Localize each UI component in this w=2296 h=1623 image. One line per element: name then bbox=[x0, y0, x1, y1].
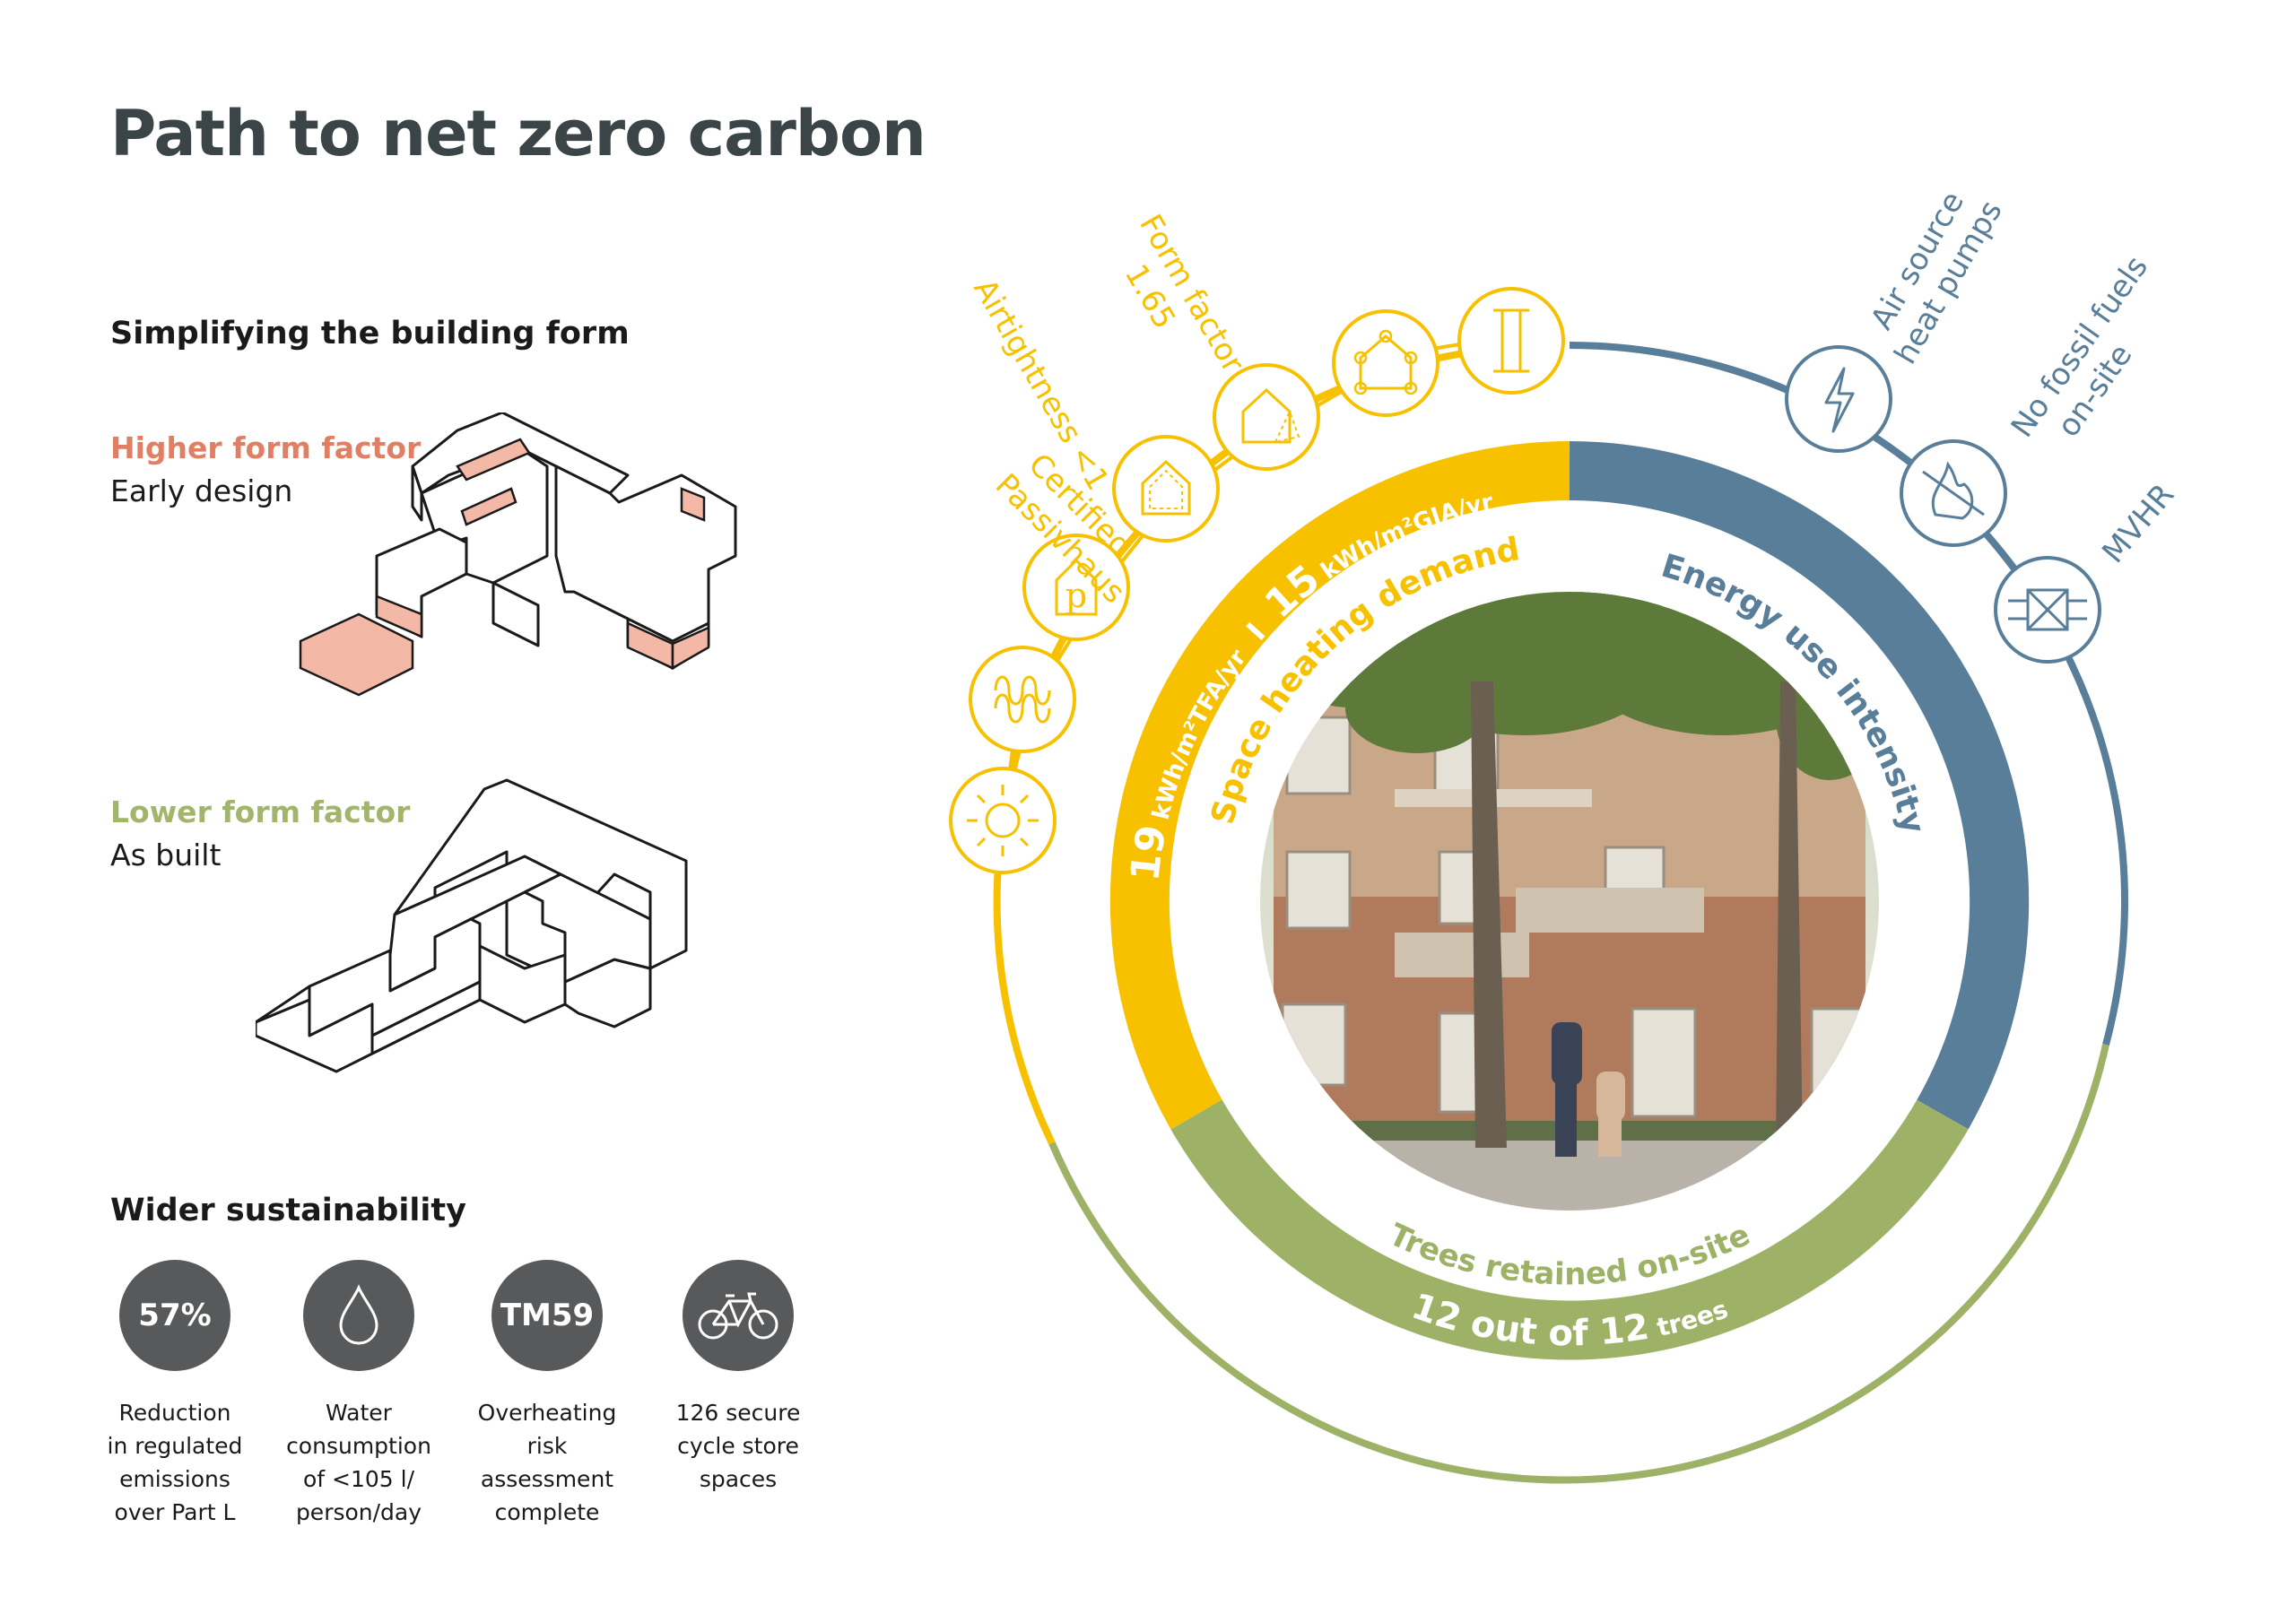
emissions-badge: 57% bbox=[119, 1260, 230, 1371]
caption-line: consumption bbox=[286, 1433, 431, 1459]
caption-line: Overheating bbox=[477, 1400, 617, 1426]
mvhr-icon bbox=[1994, 556, 2101, 664]
caption-line: complete bbox=[494, 1499, 600, 1525]
passivhaus-icon: p bbox=[1022, 534, 1130, 641]
caption-line: person/day bbox=[295, 1499, 422, 1525]
insulation-icon bbox=[969, 646, 1076, 753]
no-fossil-flame-icon bbox=[1900, 439, 2007, 547]
mvhr-label: MVHR bbox=[2095, 477, 2181, 570]
sun-icon bbox=[949, 767, 1057, 874]
space-heating-ring bbox=[1109, 441, 1570, 1130]
stat-emissions: 57% Reduction in regulated emissions ove… bbox=[90, 1260, 260, 1529]
caption-line: 126 secure bbox=[675, 1400, 801, 1426]
page-title: Path to net zero carbon bbox=[110, 97, 926, 170]
caption-line: assessment bbox=[480, 1466, 614, 1492]
higher-form-factor-sub: Early design bbox=[110, 473, 293, 508]
lightning-icon bbox=[1785, 345, 1892, 453]
cycle-badge bbox=[683, 1260, 794, 1371]
caption-line: Reduction bbox=[118, 1400, 231, 1426]
lower-form-factor-title: Lower form factor bbox=[110, 794, 411, 829]
trees-ring bbox=[1170, 1099, 1969, 1360]
form-factor-plan-icon bbox=[1332, 309, 1439, 417]
as-built-isometric-icon bbox=[256, 778, 688, 1073]
form-factor-house-icon bbox=[1213, 363, 1320, 471]
higher-form-factor-label: Higher form factor Early design bbox=[110, 427, 421, 513]
column-icon bbox=[1457, 287, 1565, 395]
caption-line: spaces bbox=[699, 1466, 778, 1492]
stat-water: Water consumption of <105 l/ person/day bbox=[274, 1260, 444, 1529]
caption-line: over Part L bbox=[114, 1499, 236, 1525]
svg-text:p: p bbox=[1065, 576, 1087, 615]
caption-line: cycle store bbox=[677, 1433, 799, 1459]
emissions-caption: Reduction in regulated emissions over Pa… bbox=[90, 1396, 260, 1529]
form-factor-label: Form factor1.65 bbox=[1100, 209, 1251, 398]
caption-line: in regulated bbox=[107, 1433, 243, 1459]
water-badge bbox=[303, 1260, 414, 1371]
bicycle-icon bbox=[698, 1292, 778, 1340]
higher-form-factor-title: Higher form factor bbox=[110, 430, 422, 465]
cycle-caption: 126 secure cycle store spaces bbox=[653, 1396, 823, 1496]
caption-line: emissions bbox=[119, 1466, 230, 1492]
airtightness-icon bbox=[1112, 435, 1220, 542]
lower-form-factor-label: Lower form factor As built bbox=[110, 791, 410, 877]
caption-line: risk bbox=[526, 1433, 568, 1459]
water-drop-icon bbox=[339, 1284, 378, 1345]
sustainability-heading: Wider sustainability bbox=[110, 1193, 466, 1228]
energy-use-ring bbox=[1569, 441, 2030, 1130]
air-source-heat-pumps-label: Air sourceheat pumps bbox=[1855, 176, 2010, 370]
outer-ring-green bbox=[1048, 1044, 2109, 1484]
lower-form-factor-sub: As built bbox=[110, 838, 222, 872]
form-section-heading: Simplifying the building form bbox=[110, 316, 630, 352]
water-caption: Water consumption of <105 l/ person/day bbox=[274, 1396, 444, 1529]
stat-cycle: 126 secure cycle store spaces bbox=[653, 1260, 823, 1496]
caption-line: Water bbox=[326, 1400, 392, 1426]
no-fossil-fuels-label: No fossil fuelson-site bbox=[2005, 249, 2187, 465]
stat-overheating: TM59 Overheating risk assessment complet… bbox=[462, 1260, 632, 1529]
overheating-badge: TM59 bbox=[491, 1260, 603, 1371]
overheating-caption: Overheating risk assessment complete bbox=[462, 1396, 632, 1529]
early-design-isometric-icon bbox=[299, 412, 737, 697]
outer-ring-blue bbox=[1569, 342, 2128, 1046]
caption-line: of <105 l/ bbox=[302, 1466, 415, 1492]
